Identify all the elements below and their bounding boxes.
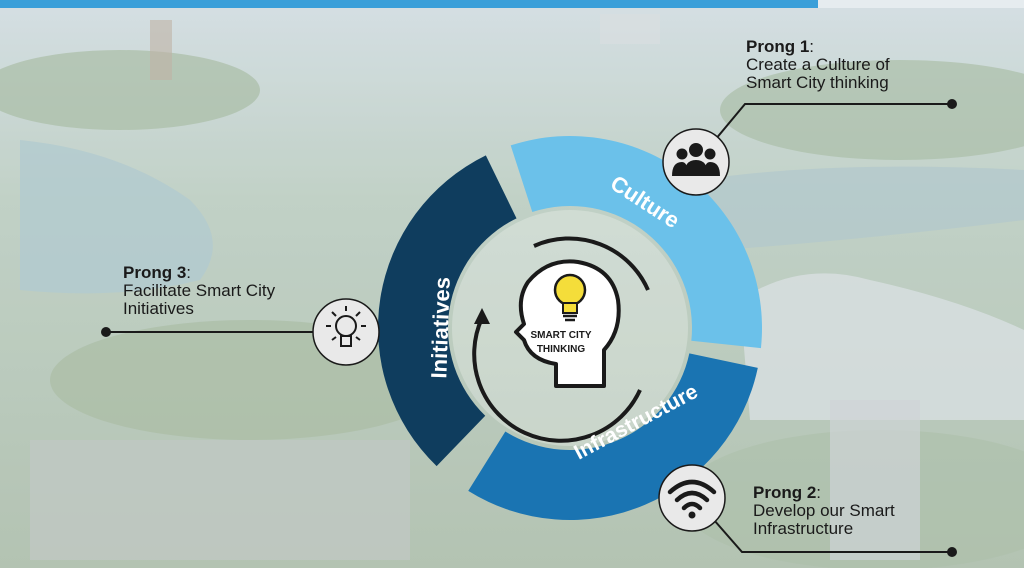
lightbulb-outline-icon <box>326 306 366 347</box>
wifi-icon <box>667 479 717 511</box>
prong1-icon-badge <box>662 128 730 196</box>
prong3-dot <box>101 327 111 337</box>
top-accent-bar <box>0 0 818 8</box>
lightbulb-icon <box>553 273 587 322</box>
prong3-icon-badge <box>312 298 380 366</box>
prong1-text: Create a Culture of Smart City thinking <box>746 55 890 92</box>
prong3-text: Facilitate Smart City Initiatives <box>123 281 276 318</box>
prong2-dot <box>947 547 957 557</box>
head-silhouette-icon <box>514 259 621 388</box>
prong3-callout: Prong 3: Facilitate Smart City Initiativ… <box>123 263 276 318</box>
prong2-title: Prong 2 <box>753 483 817 502</box>
prong2-icon-badge <box>658 464 726 532</box>
prong3-title: Prong 3 <box>123 263 187 282</box>
center-label-line1: SMART CITY <box>530 330 591 341</box>
top-bar-right <box>818 0 1024 8</box>
initiatives-segment <box>378 155 517 467</box>
prong2-text: Develop our Smart Infrastructure <box>753 501 895 538</box>
cycle-arrowhead <box>474 308 490 324</box>
prong2-connector <box>713 519 952 553</box>
prong1-dot <box>947 99 957 109</box>
cycle-arrow <box>472 317 642 443</box>
prong2-callout: Prong 2: Develop our Smart Infrastructur… <box>753 483 895 538</box>
initiatives-label: Initiatives <box>426 277 455 379</box>
cycle-arrow <box>533 236 650 291</box>
prong1-title: Prong 1 <box>746 37 810 56</box>
center-label-line2: THINKING <box>537 344 586 355</box>
prong1-connector <box>699 103 952 159</box>
people-group-icon <box>672 143 720 176</box>
prong1-callout: Prong 1: Create a Culture of Smart City … <box>746 37 890 92</box>
